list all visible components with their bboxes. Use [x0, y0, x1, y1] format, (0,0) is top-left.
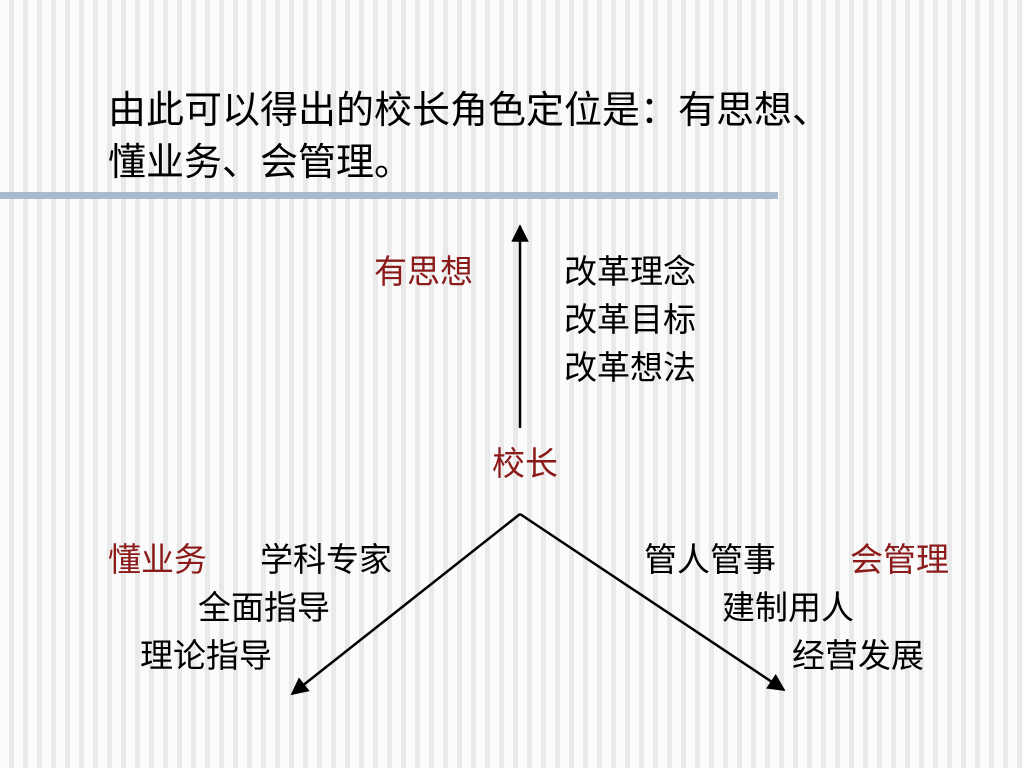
slide-title-line-2: 懂业务、会管理。 — [108, 140, 413, 184]
right-item-2: 建制用人 — [722, 588, 854, 627]
left-item-3: 理论指导 — [140, 636, 272, 675]
role-top: 有思想 — [374, 252, 473, 291]
left-item-1: 学科专家 — [260, 540, 392, 579]
top-item-1: 改革理念 — [564, 252, 696, 291]
top-item-2: 改革目标 — [564, 300, 696, 339]
arrow-right — [519, 512, 786, 692]
right-item-3: 经营发展 — [792, 636, 924, 675]
arrow-left — [290, 513, 521, 696]
center-node: 校长 — [492, 444, 558, 483]
role-left: 懂业务 — [108, 540, 207, 579]
title-divider — [0, 192, 778, 199]
role-right: 会管理 — [850, 540, 949, 579]
top-item-3: 改革想法 — [564, 348, 696, 387]
slide-title: 由此可以得出的校长角色定位是：有思想、 懂业务、会管理。 — [108, 84, 988, 188]
left-item-2: 全面指导 — [198, 588, 330, 627]
right-item-1: 管人管事 — [644, 540, 776, 579]
slide-title-line-1: 由此可以得出的校长角色定位是：有思想、 — [108, 88, 831, 132]
